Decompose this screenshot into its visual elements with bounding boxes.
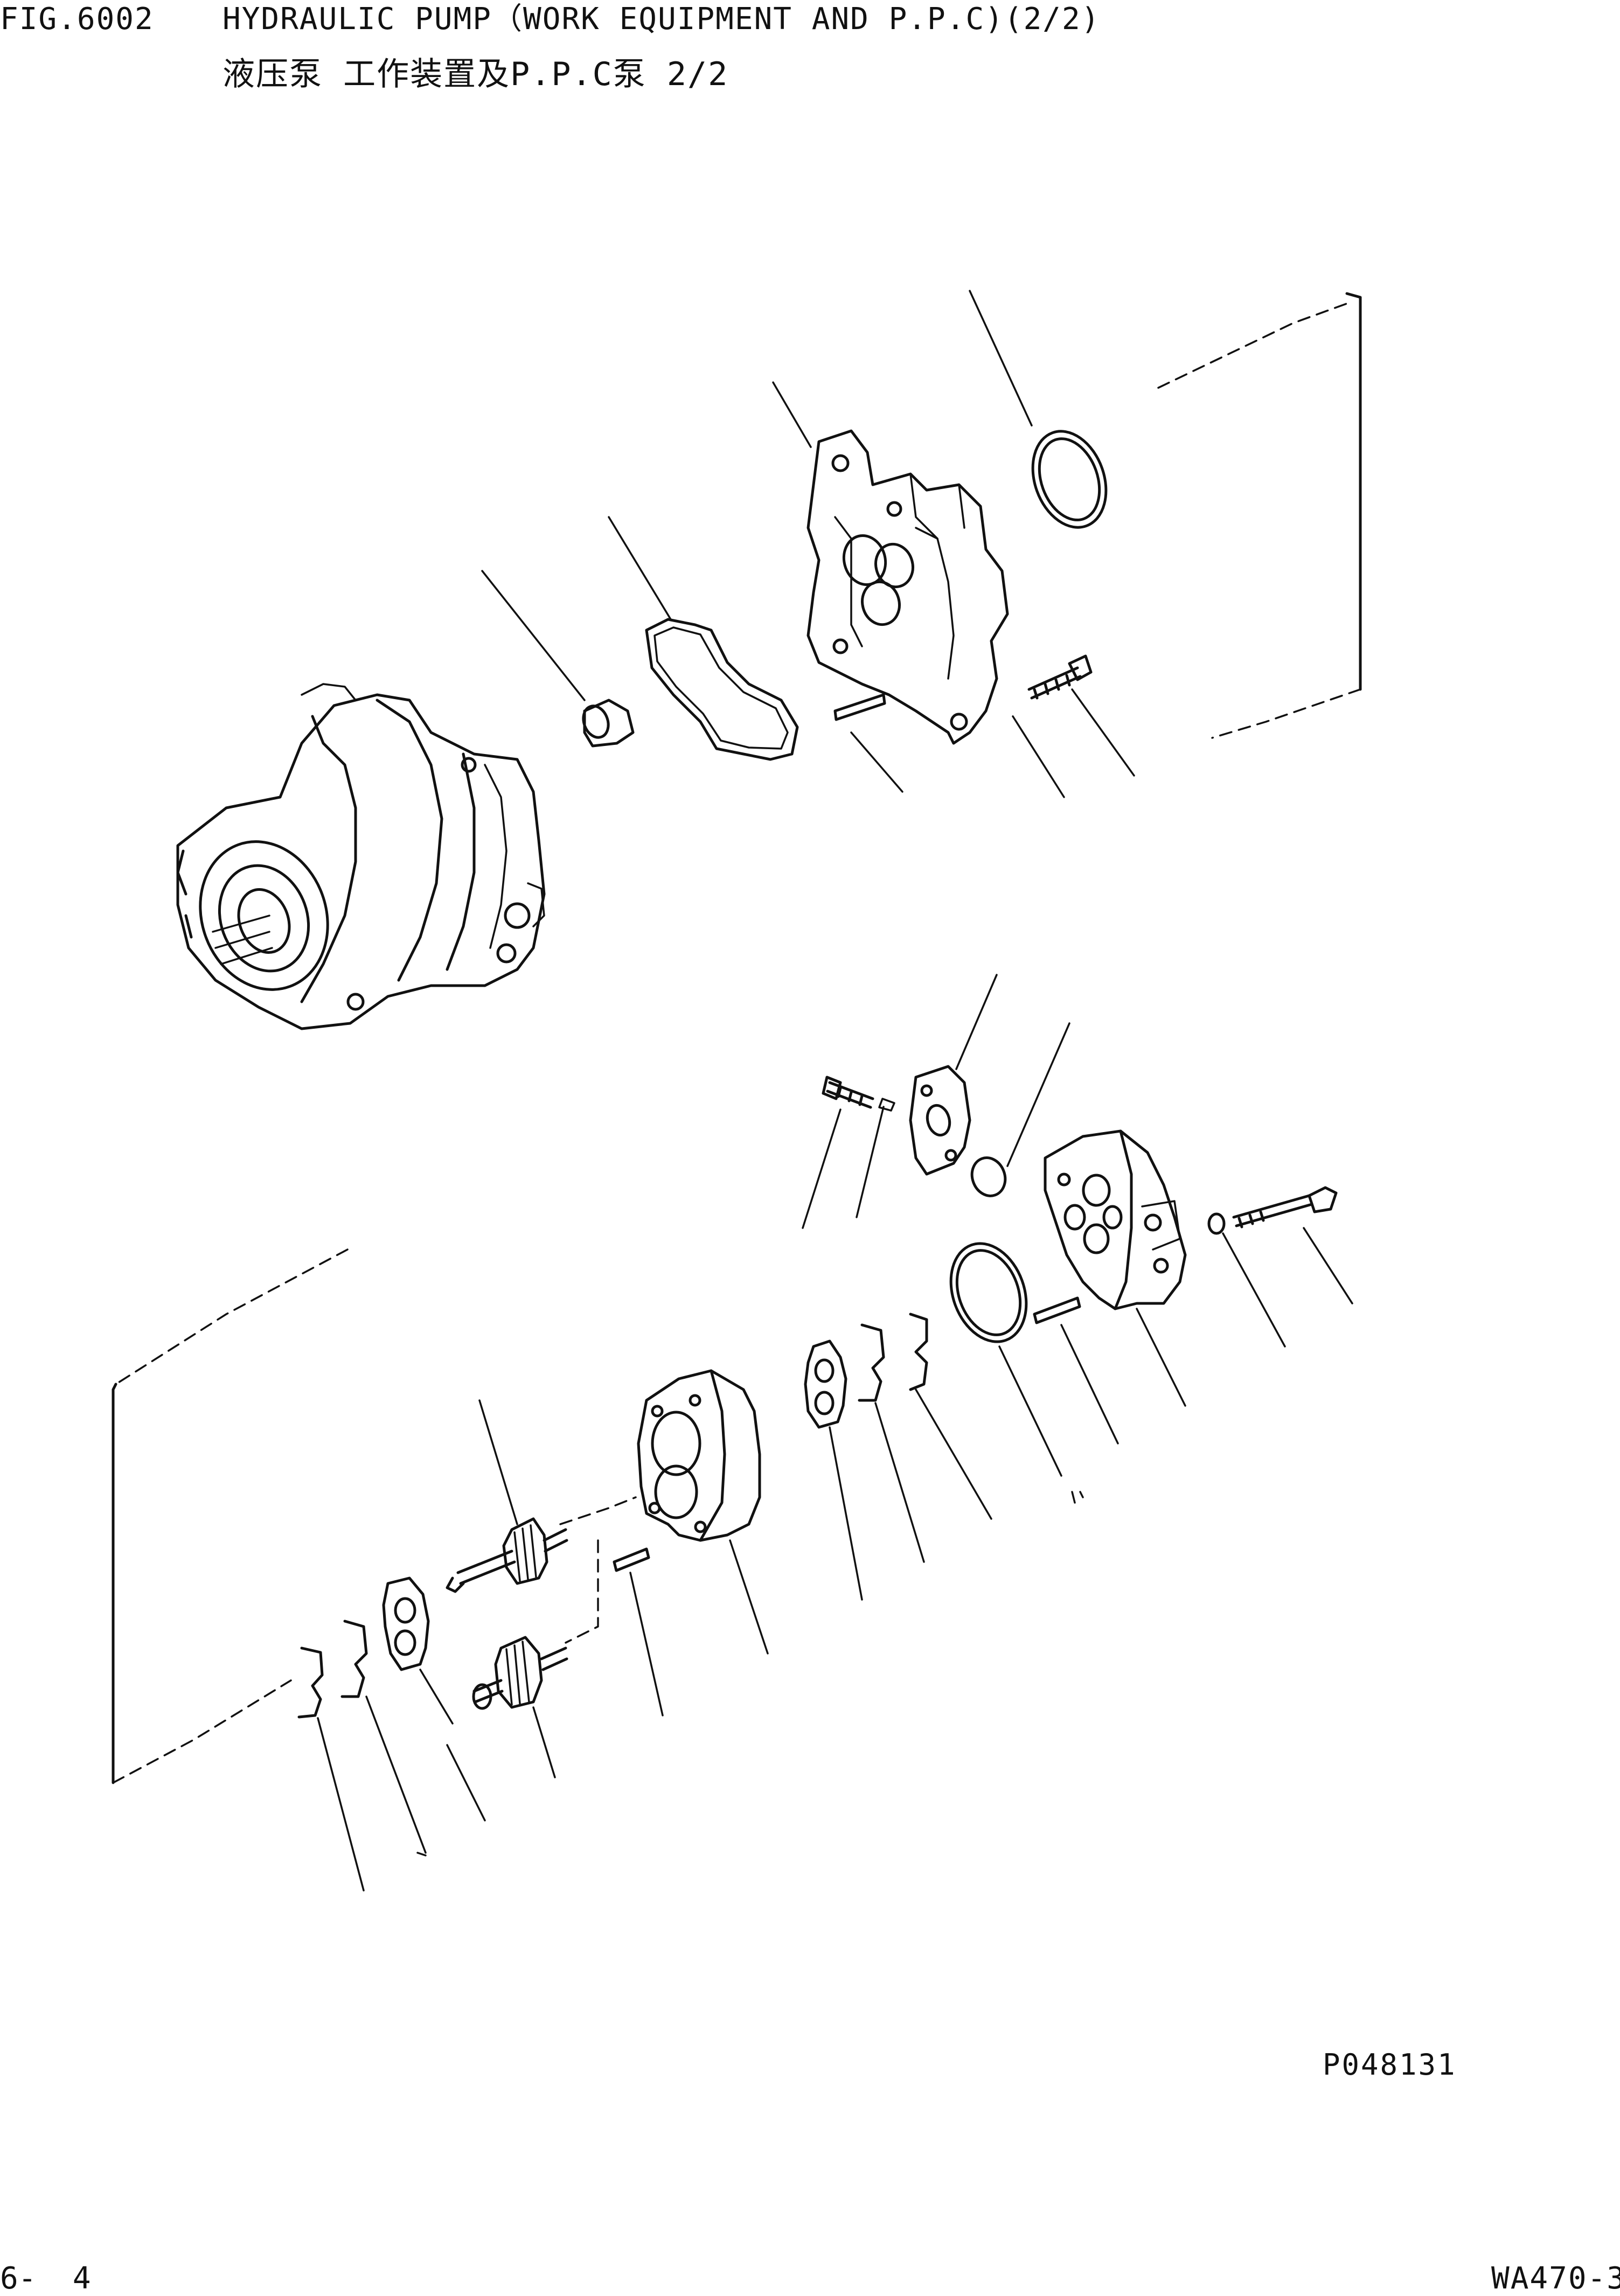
model-code: WA470-3 <box>1491 2261 1620 2296</box>
figure-number: FIG.6002 <box>0 2 154 37</box>
wear-plate-lower <box>382 1576 430 1671</box>
assembly-outline-upper <box>1157 292 1362 739</box>
dowel-pin-upper <box>833 693 886 721</box>
o-ring-middle <box>949 1242 1028 1343</box>
snap-ring-a <box>909 1313 928 1391</box>
gear-case <box>637 1369 761 1542</box>
assembly-outline-lower <box>112 1248 637 1784</box>
bolt-upper <box>1027 654 1093 700</box>
flange-plate-small <box>909 1065 971 1176</box>
snap-ring-c <box>340 1620 368 1698</box>
wear-plate-middle <box>804 1339 847 1429</box>
snap-ring-b <box>858 1323 885 1402</box>
snap-ring-d <box>297 1646 324 1719</box>
o-ring-small <box>970 1156 1007 1197</box>
bolt-flange <box>822 1076 895 1112</box>
figure-title-english: HYDRAULIC PUMP（WORK EQUIPMENT AND P.P.C)… <box>223 2 1101 37</box>
drawing-reference-number: P048131 <box>1323 2048 1457 2082</box>
gasket-upper <box>645 618 799 761</box>
through-bolt <box>1207 1186 1338 1235</box>
dowel-pin-middle <box>1033 1296 1081 1324</box>
figure-title-chinese: 液压泵 工作装置及P.P.C泵 2/2 <box>223 55 729 93</box>
page-number: 6- 4 <box>0 2261 91 2296</box>
bushing <box>582 699 635 748</box>
pump-cover <box>806 429 1009 745</box>
dowel-pin-lower <box>613 1547 650 1572</box>
leader-lines-lower <box>317 974 1353 1892</box>
drive-gear <box>446 1517 568 1593</box>
o-ring-upper <box>1031 430 1108 529</box>
pump-rear-cover <box>1044 1129 1187 1310</box>
driven-gear <box>472 1636 568 1710</box>
pump-body <box>176 683 546 1030</box>
leader-lines-upper <box>481 290 1135 798</box>
